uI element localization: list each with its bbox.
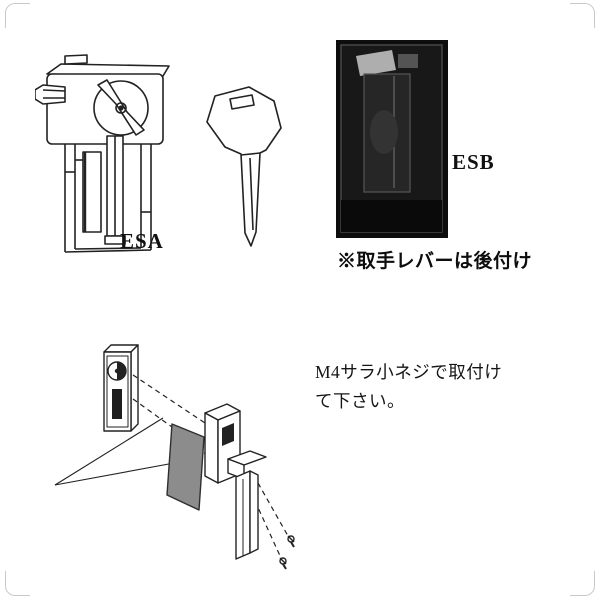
- esb-photo-figure: [336, 40, 448, 238]
- installation-note-line1: M4サラ小ネジで取付け: [315, 362, 503, 382]
- panel-edge-lines: [54, 417, 186, 486]
- scan-corner-mark: [570, 3, 595, 28]
- esa-lock-figure: [35, 52, 185, 270]
- esa-cam-lock-line-drawing: [35, 54, 170, 253]
- assembly-figure: [45, 333, 300, 583]
- screw-icon: [287, 535, 295, 548]
- scan-corner-mark: [570, 571, 595, 596]
- lock-body: [64, 135, 152, 253]
- key-blank-line-drawing: [206, 86, 282, 247]
- esa-label: ESA: [120, 229, 164, 253]
- esb-label: ESB: [452, 150, 495, 174]
- scan-corner-mark: [5, 3, 30, 28]
- key-stamp-panel: [229, 94, 255, 110]
- wing-knob: [93, 79, 149, 136]
- esb-caption: ※取手レバーは後付け: [337, 251, 533, 272]
- installation-note-line2: て下さい。: [315, 391, 405, 411]
- latch-strike-piece: [227, 450, 267, 560]
- key-outline: [206, 86, 282, 247]
- screw-icon: [279, 557, 287, 570]
- latch-highlight: [356, 50, 396, 76]
- esb-lock-photo: [336, 40, 448, 238]
- exploded-installation-diagram: [54, 344, 295, 570]
- latch-bolt: [35, 84, 66, 105]
- scan-corner-mark: [5, 571, 30, 596]
- mounting-panel: [166, 423, 205, 511]
- installation-note: M4サラ小ネジで取付け て下さい。: [315, 358, 502, 416]
- key-figure: [192, 82, 287, 252]
- key-blade-groove: [249, 157, 254, 231]
- lock-front-view: [103, 344, 139, 432]
